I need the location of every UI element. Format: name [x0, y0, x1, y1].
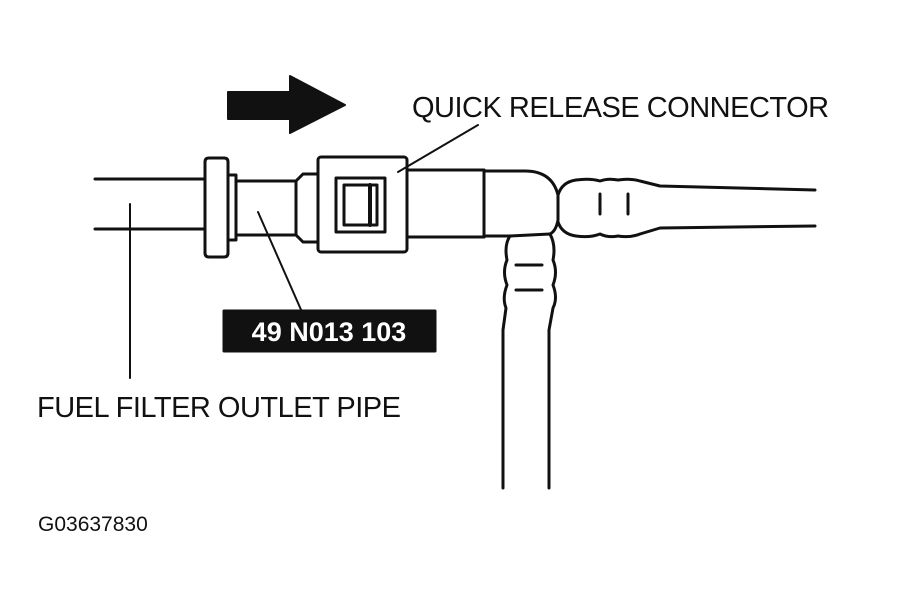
- tool-sleeve: [234, 172, 320, 244]
- direction-arrow-icon: [227, 75, 346, 134]
- leader-lines: [129, 124, 479, 379]
- t-fitting: [482, 169, 560, 238]
- down-hose: [501, 232, 557, 490]
- tool-number-label: 49 N013 103: [252, 317, 407, 347]
- fuel-filter-outlet-pipe: [93, 177, 207, 231]
- connector-leader-line: [397, 124, 479, 173]
- outlet-pipe-label: FUEL FILTER OUTLET PIPE: [37, 392, 401, 424]
- figure-id-label: G03637830: [38, 513, 148, 536]
- right-hose: [556, 177, 817, 239]
- tool-label-box: [222, 309, 437, 353]
- quick-release-connector: [316, 155, 486, 254]
- pipe-flange: [203, 156, 238, 259]
- tool-leader-line: [257, 211, 303, 313]
- connector-label: QUICK RELEASE CONNECTOR: [412, 92, 829, 124]
